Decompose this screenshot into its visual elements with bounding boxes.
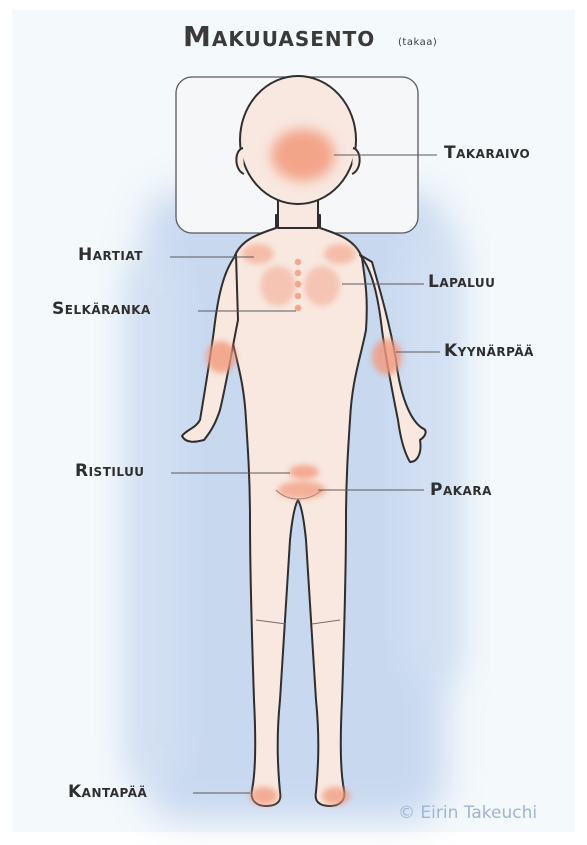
diagram-subtitle: (takaa) xyxy=(398,37,437,48)
spot-lapaluu-right xyxy=(304,266,340,306)
label-selkaranka: Selkäranka xyxy=(52,299,151,319)
label-pakara: Pakara xyxy=(430,480,492,500)
diagram-title: Makuuasento xyxy=(183,20,375,53)
label-lapaluu: Lapaluu xyxy=(428,272,495,292)
spot-hartiat-left xyxy=(242,244,274,264)
spot-kantapaa-right xyxy=(322,787,350,805)
spot-ristiluu xyxy=(289,465,319,479)
spot-takaraivo xyxy=(271,129,335,181)
copyright-credit: © Eirin Takeuchi xyxy=(398,803,537,823)
label-kyynarpaa: Kyynärpää xyxy=(444,341,534,361)
label-takaraivo: Takaraivo xyxy=(444,143,530,163)
label-kantapaa: Kantapää xyxy=(68,782,147,802)
label-ristiluu: Ristiluu xyxy=(75,461,145,481)
label-hartiat: Hartiat xyxy=(78,245,143,265)
spot-kyynarpaa-right xyxy=(372,339,402,375)
spot-lapaluu-left xyxy=(260,266,296,306)
spot-kantapaa-left xyxy=(250,787,278,805)
spot-hartiat-right xyxy=(324,244,356,264)
spot-kyynarpaa-left xyxy=(206,341,236,373)
